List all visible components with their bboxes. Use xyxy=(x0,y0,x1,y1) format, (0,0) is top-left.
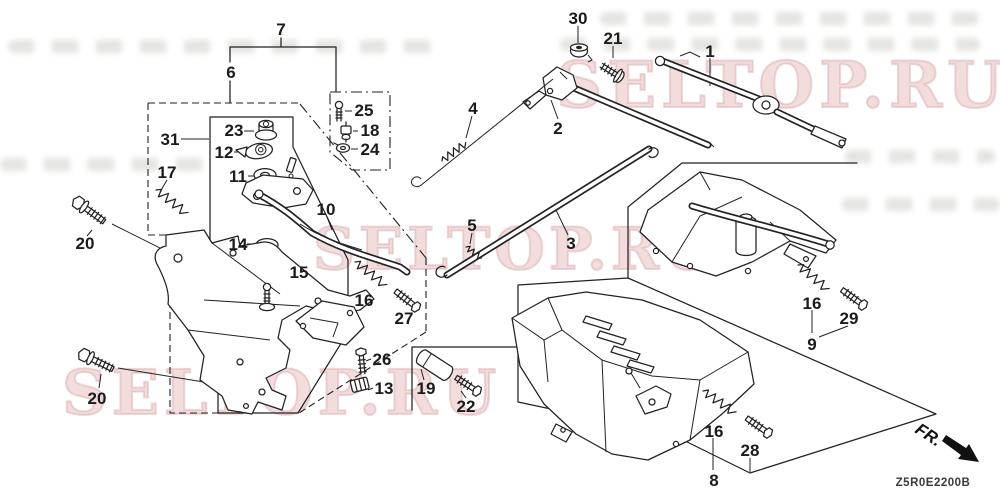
part-1-arm xyxy=(654,51,847,149)
callout-6: 6 xyxy=(226,63,235,82)
callout-12: 12 xyxy=(215,143,234,162)
fr-direction-marker: FR. xyxy=(912,419,979,462)
callout-16-right: 16 xyxy=(803,294,822,313)
diagram-code: Z5R0E2200B xyxy=(896,477,971,489)
callout-29: 29 xyxy=(840,309,859,328)
callout-22: 22 xyxy=(457,397,476,416)
callout-26: 26 xyxy=(373,350,392,369)
scan-noise xyxy=(845,150,995,163)
callout-11: 11 xyxy=(229,167,247,186)
part-18-joint xyxy=(340,121,352,143)
part-16-spring-bottom xyxy=(702,389,737,414)
part-19-tube xyxy=(415,349,454,382)
part-17-spring xyxy=(155,188,189,215)
callout-16-left: 16 xyxy=(355,291,374,310)
callout-16-bottom: 16 xyxy=(705,422,724,441)
part-10-arm xyxy=(254,189,411,276)
callout-13: 13 xyxy=(375,379,394,398)
fr-arrow-icon xyxy=(942,435,979,462)
part-12-lever-plate xyxy=(235,142,273,160)
part-22-screw xyxy=(454,374,483,397)
part-16-spring-left xyxy=(354,260,388,287)
callout-21: 21 xyxy=(604,29,623,48)
callout-23: 23 xyxy=(225,121,244,140)
part-8-cover xyxy=(511,291,755,461)
part-2-lever-with-rod xyxy=(522,66,715,149)
callout-18: 18 xyxy=(361,121,380,140)
scan-noise xyxy=(0,158,210,171)
part-4-wire-with-spring xyxy=(411,78,554,187)
part-15-clamp-plate xyxy=(295,300,365,346)
callout-1: 1 xyxy=(705,42,714,61)
callout-14: 14 xyxy=(229,235,248,254)
part-27-bolt xyxy=(393,288,422,313)
scan-noise xyxy=(842,198,1000,211)
callout-24: 24 xyxy=(361,140,380,159)
callout-25: 25 xyxy=(355,101,374,120)
callout-labels: 7 6 31 23 12 11 25 18 24 17 20 10 14 15 … xyxy=(76,9,859,490)
callout-8: 8 xyxy=(709,471,718,490)
callout-19: 19 xyxy=(417,379,436,398)
callout-5: 5 xyxy=(467,216,476,235)
callout-9: 9 xyxy=(807,335,816,354)
scan-noise xyxy=(560,38,980,51)
callout-7-bracket xyxy=(229,37,337,104)
scan-noise xyxy=(8,40,448,53)
callout-10: 10 xyxy=(317,200,336,219)
callout-20-top: 20 xyxy=(76,234,95,253)
callout-31: 31 xyxy=(161,130,180,149)
part-9-bracket xyxy=(639,171,837,277)
part-23-nut xyxy=(254,119,278,141)
fr-direction-label: FR. xyxy=(912,419,945,450)
callout-4: 4 xyxy=(468,99,478,118)
dashdot-box-25-18-24 xyxy=(298,91,427,414)
part-21-screw xyxy=(599,62,625,83)
part-25-screw xyxy=(334,100,344,122)
part-28-bolt xyxy=(744,415,774,439)
callout-17: 17 xyxy=(158,163,177,182)
callout-28: 28 xyxy=(741,441,760,460)
part-3-rod xyxy=(435,145,659,279)
callout-30: 30 xyxy=(569,9,588,28)
part-16-spring-right xyxy=(797,263,830,290)
part-5-spring xyxy=(465,245,483,260)
part-26-bolt xyxy=(355,347,367,375)
callout-20-bottom: 20 xyxy=(88,389,107,408)
callout-3: 3 xyxy=(566,234,575,253)
solid-outline-bracket9-box xyxy=(627,162,858,279)
part-20-bolt-top xyxy=(71,195,107,225)
part-29-bolt xyxy=(839,287,869,311)
part-13-clamp xyxy=(349,376,370,393)
scan-noise xyxy=(600,12,980,25)
part-24-washer xyxy=(333,142,351,153)
solid-outline-tube-box xyxy=(411,346,519,411)
callout-27: 27 xyxy=(395,309,414,328)
callout-15: 15 xyxy=(290,263,309,282)
part-30-grommet xyxy=(569,43,593,63)
callout-7: 7 xyxy=(276,20,285,39)
part-20-bolt-bottom xyxy=(78,347,115,373)
callout-2: 2 xyxy=(553,119,562,138)
